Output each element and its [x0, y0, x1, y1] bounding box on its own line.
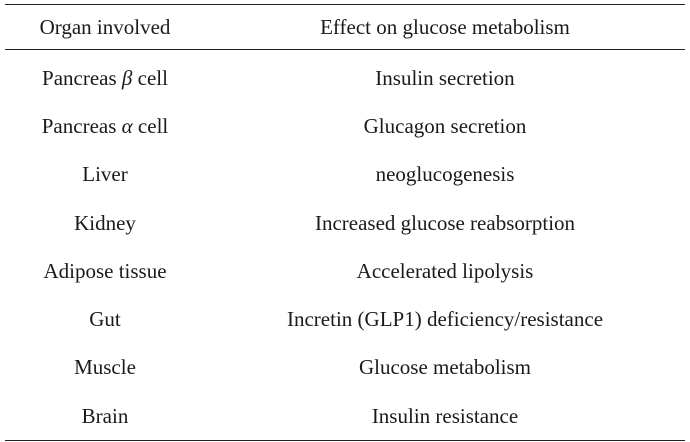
effect-cell: Glucagon secretion [363, 113, 527, 138]
organ-effect-table-container: Organ involved Effect on glucose metabol… [5, 4, 685, 441]
organ-cell: Brain [81, 403, 129, 428]
effect-cell: Increased glucose reabsorption [314, 210, 576, 235]
effect-cell: neoglucogenesis [375, 162, 515, 187]
organ-cell: Gut [89, 307, 121, 332]
organ-effect-table: Organ involved Effect on glucose metabol… [5, 4, 685, 441]
header-row: Organ involved Effect on glucose metabol… [5, 4, 685, 50]
organ-suffix: cell [132, 65, 168, 90]
header-organ-involved: Organ involved [39, 14, 171, 39]
organ-cell: Muscle [74, 355, 136, 380]
header-effect-on-glucose-metabolism: Effect on glucose metabolism [320, 14, 570, 39]
table-row: Gut Incretin (GLP1) deficiency/resistanc… [5, 295, 685, 343]
table-row: Liver neoglucogenesis [5, 151, 685, 199]
organ-cell: Liver [82, 162, 128, 187]
organ-label: Pancreas [42, 65, 122, 90]
table-body: Pancreas β cell Insulin secretion Pancre… [5, 50, 685, 441]
organ-cell: Pancreas β cell [5, 50, 205, 103]
table-row: Kidney Increased glucose reabsorption [5, 199, 685, 247]
table-header: Organ involved Effect on glucose metabol… [5, 4, 685, 50]
effect-cell: Glucose metabolism [358, 355, 532, 380]
effect-cell: Accelerated lipolysis [356, 258, 534, 283]
table-row: Muscle Glucose metabolism [5, 344, 685, 392]
organ-label: Pancreas [41, 113, 122, 138]
organ-cell: Adipose tissue [43, 258, 167, 283]
effect-cell: Insulin secretion [375, 65, 515, 90]
effect-cell: Incretin (GLP1) deficiency/resistance [286, 307, 604, 332]
table-row: Adipose tissue Accelerated lipolysis [5, 247, 685, 295]
effect-cell: Insulin resistance [371, 403, 519, 428]
greek-symbol: β [121, 65, 133, 90]
table-row: Pancreas α cell Glucagon secretion [5, 102, 685, 150]
organ-cell: Kidney [74, 210, 136, 235]
greek-symbol: α [121, 113, 133, 138]
organ-suffix: cell [132, 113, 169, 138]
organ-cell: Pancreas α cell [5, 102, 205, 150]
table-row: Brain Insulin resistance [5, 392, 685, 441]
table-row: Pancreas β cell Insulin secretion [5, 50, 685, 103]
